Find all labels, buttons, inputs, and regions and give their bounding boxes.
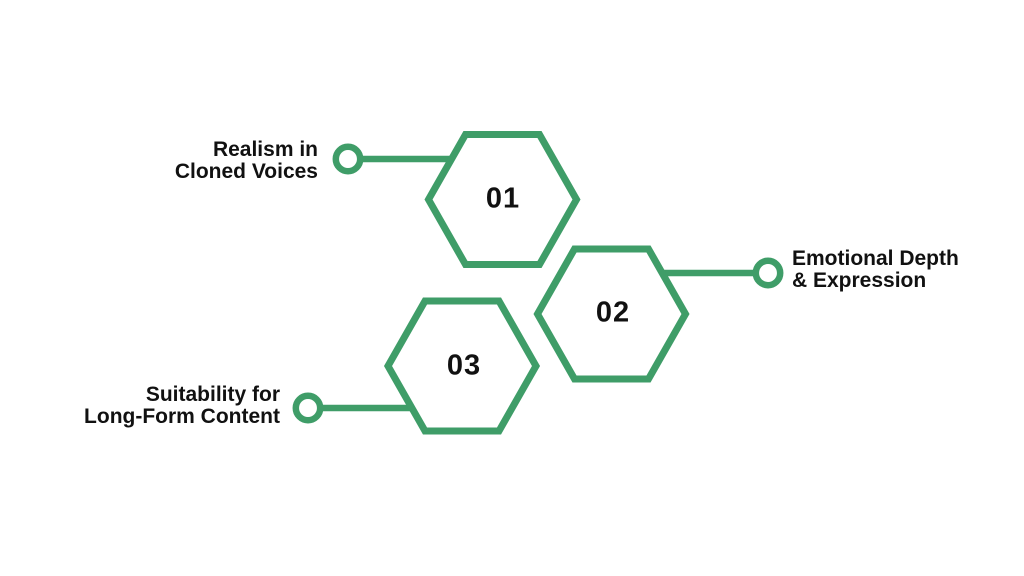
- item-3-label-line-1: Suitability for: [145, 383, 280, 406]
- item-2-label-line-2: & Expression: [792, 269, 927, 292]
- item-2-label-line-1: Emotional Depth: [792, 247, 959, 270]
- item-1-label-line-2: Cloned Voices: [174, 160, 318, 183]
- item-1-label-line-1: Realism in: [212, 138, 318, 161]
- connector-ring-icon-1: [332, 143, 364, 175]
- connector-ring-icon-3: [292, 392, 324, 424]
- item-3-label: Suitability for Long-Form Content: [84, 384, 280, 428]
- connector-item-2: [650, 257, 784, 289]
- item-3-label-line-2: Long-Form Content: [84, 405, 280, 428]
- hexagon-1: [424, 131, 581, 268]
- item-1-label: Realism in Cloned Voices: [175, 139, 318, 183]
- connector-ring-icon-2: [752, 257, 784, 289]
- connector-item-3: [292, 392, 424, 424]
- hexagon-2-number: 02: [595, 296, 631, 329]
- hexagon-3: [383, 297, 541, 435]
- hexagon-3-number: 03: [446, 349, 482, 382]
- item-2-label: Emotional Depth & Expression: [792, 248, 959, 292]
- hexagon-1-number: 01: [485, 182, 521, 215]
- connector-item-1: [332, 143, 462, 175]
- hexagon-2: [533, 245, 690, 383]
